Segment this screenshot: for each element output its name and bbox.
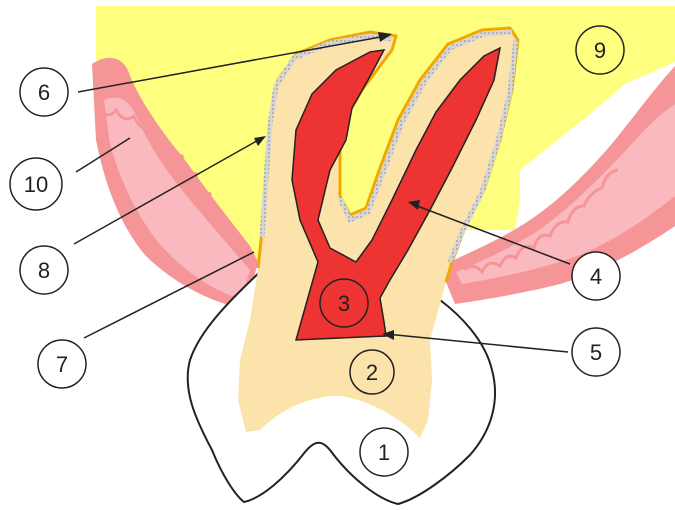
label-text-1: 1 <box>378 440 390 465</box>
label-text-2: 2 <box>366 360 378 385</box>
label-6: 6 <box>20 68 68 116</box>
label-text-3: 3 <box>338 291 350 316</box>
label-text-9: 9 <box>594 38 606 63</box>
label-8: 8 <box>20 246 68 294</box>
label-text-6: 6 <box>38 80 50 105</box>
label-text-7: 7 <box>56 352 68 377</box>
label-9: 9 <box>576 26 624 74</box>
label-10: 10 <box>10 158 62 210</box>
label-text-5: 5 <box>590 340 602 365</box>
label-text-10: 10 <box>24 172 48 197</box>
label-1: 1 <box>360 428 408 476</box>
label-text-8: 8 <box>38 258 50 283</box>
label-4: 4 <box>572 252 620 300</box>
label-2: 2 <box>350 350 394 394</box>
label-5: 5 <box>572 328 620 376</box>
label-7: 7 <box>38 340 86 388</box>
label-text-4: 4 <box>590 264 602 289</box>
label-3: 3 <box>320 279 368 327</box>
